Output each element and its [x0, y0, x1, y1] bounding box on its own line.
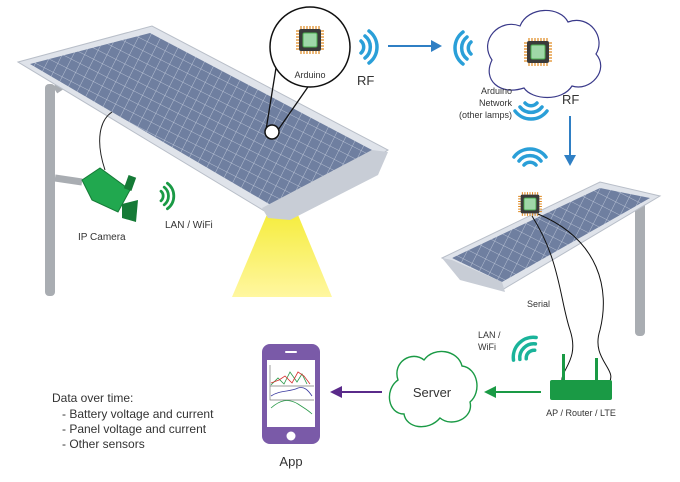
- network-label-2: Network: [479, 98, 513, 108]
- rf-label-2: RF: [562, 92, 579, 107]
- serial-cables: [531, 213, 612, 385]
- rf-waves-icon: [352, 29, 379, 65]
- ip-camera-label: IP Camera: [78, 232, 126, 243]
- arrow-server-to-app: [330, 386, 382, 398]
- solar-panel: [30, 33, 372, 208]
- rf-waves-down-icon: [513, 94, 549, 121]
- server-label: Server: [413, 385, 452, 400]
- arrow-router-to-server: [484, 386, 541, 398]
- data-list-title: Data over time:: [52, 391, 133, 405]
- data-list-item: - Panel voltage and current: [62, 422, 207, 436]
- arduino-chip-icon: [295, 25, 325, 55]
- lan-wifi-label-1: LAN /: [478, 330, 501, 340]
- wifi-icon-router: [506, 330, 549, 373]
- network-chip-icon: [523, 37, 553, 67]
- light-cone: [232, 210, 332, 297]
- rf-waves-in-icon: [453, 30, 480, 66]
- arrow-to-network: [388, 40, 442, 52]
- network-label-1: Arduino: [481, 86, 512, 96]
- arduino-label: Arduino: [294, 70, 325, 80]
- lan-wifi-camera-label: LAN / WiFi: [165, 220, 213, 231]
- network-label-3: (other lamps): [459, 110, 512, 120]
- data-list-item: - Battery voltage and current: [62, 407, 214, 421]
- rf-label-1: RF: [357, 73, 374, 88]
- lan-wifi-waves-icon: [153, 181, 176, 211]
- serial-label: Serial: [527, 299, 550, 309]
- router-icon: [550, 354, 612, 400]
- phone-app-icon: [262, 344, 320, 444]
- lan-wifi-label-2: WiFi: [478, 342, 496, 352]
- arduino-callout: [264, 6, 351, 140]
- second-solar-lamp: [440, 181, 662, 336]
- left-pole: [45, 84, 55, 296]
- lamp-head: [262, 150, 388, 220]
- ip-camera: [54, 111, 138, 222]
- app-label: App: [279, 454, 302, 469]
- main-solar-lamp: [16, 25, 390, 297]
- server-cloud: [388, 350, 478, 428]
- router-label: AP / Router / LTE: [546, 408, 616, 418]
- data-list: Data over time: - Battery voltage and cu…: [52, 391, 214, 451]
- arrow-down: [564, 116, 576, 166]
- data-list-item: - Other sensors: [62, 437, 145, 451]
- wifi-icon-lamp: [512, 147, 548, 174]
- lamp-chip-icon: [517, 191, 543, 217]
